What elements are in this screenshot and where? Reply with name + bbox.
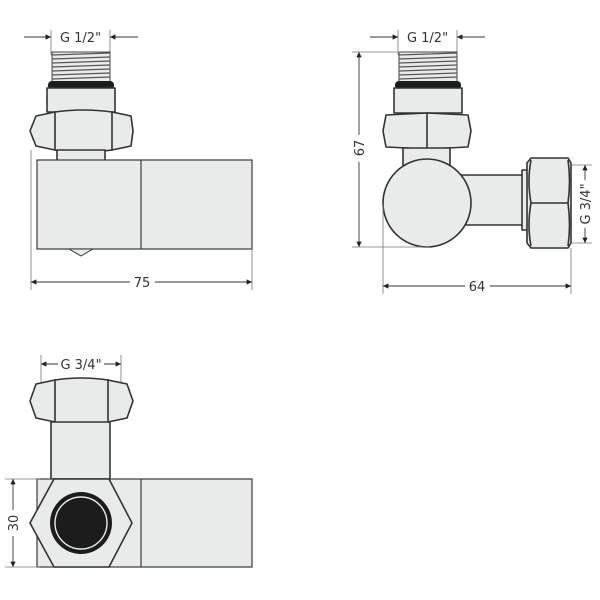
side-outlet-dimension: G 3/4": [571, 164, 594, 244]
side-thread: [398, 51, 458, 84]
side-thread-label: G 1/2": [407, 31, 448, 46]
front-width-dimension: 75: [30, 150, 253, 291]
bottom-thread-label: G 3/4": [60, 358, 101, 373]
bottom-port-ring: [54, 496, 108, 550]
side-width-dimension: 64: [382, 205, 572, 295]
front-collar: [46, 87, 116, 113]
side-hex-nut: [382, 112, 472, 150]
side-outlet-label: G 3/4": [579, 183, 594, 224]
side-height-dimension: 67: [352, 51, 430, 248]
bottom-neck: [50, 421, 111, 480]
bottom-hex-nut: [29, 377, 134, 425]
front-thread: [51, 51, 111, 84]
front-hex-nut: [29, 109, 134, 153]
bottom-height-label: 30: [7, 515, 22, 532]
front-width-label: 75: [134, 276, 151, 291]
front-view: G 1/2": [24, 30, 253, 291]
side-view: G 1/2": [352, 30, 594, 295]
bottom-body: [29, 478, 253, 568]
side-valve-body: [382, 158, 472, 248]
front-body: [36, 159, 253, 257]
side-outlet-hex-nut: [526, 157, 572, 249]
front-thread-dimension: G 1/2": [24, 30, 138, 55]
side-collar: [393, 87, 463, 114]
side-width-label: 64: [469, 280, 486, 295]
bottom-thread-dimension: G 3/4": [40, 355, 122, 384]
bottom-view: G 3/4" 30: [5, 355, 253, 568]
side-thread-dimension: G 1/2": [370, 30, 485, 55]
front-thread-label: G 1/2": [60, 31, 101, 46]
bottom-height-dimension: 30: [5, 478, 40, 568]
side-height-label: 67: [353, 140, 368, 157]
bottom-port-outer: [50, 492, 112, 554]
